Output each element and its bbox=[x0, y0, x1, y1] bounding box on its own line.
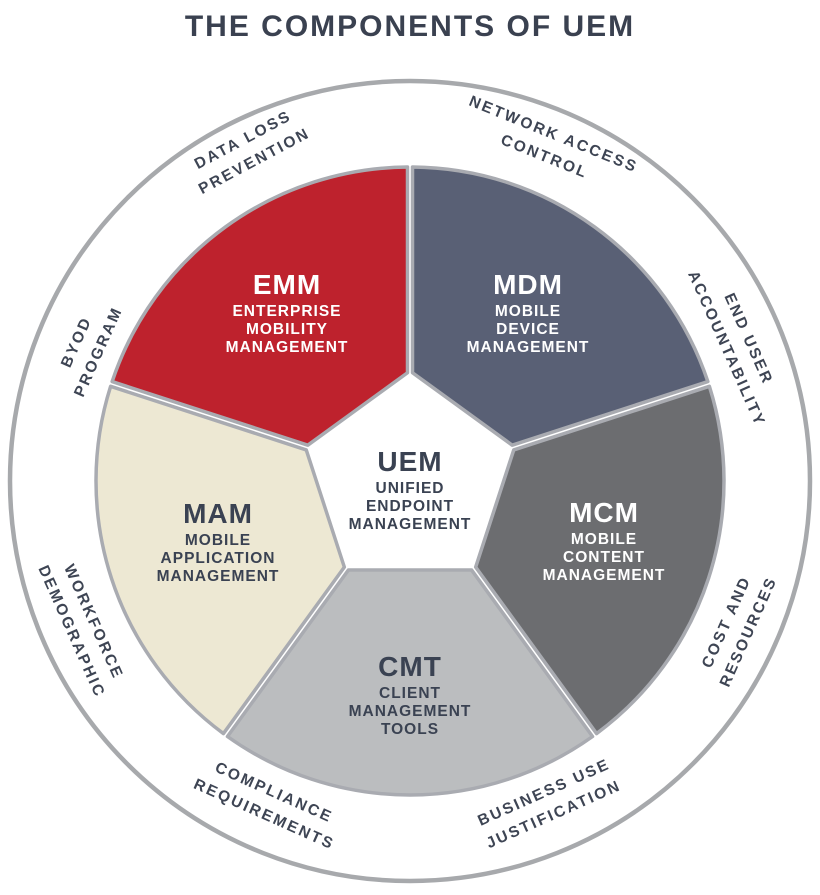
emm-line-1: ENTERPRISE bbox=[232, 303, 341, 320]
wedge-mdm-label: MDM MOBILE DEVICE MANAGEMENT bbox=[467, 269, 590, 356]
wedge-cmt-label: CMT CLIENT MANAGEMENT TOOLS bbox=[349, 651, 472, 738]
mdm-line-2: DEVICE bbox=[496, 321, 560, 338]
mcm-line-2: CONTENT bbox=[563, 549, 645, 566]
cmt-line-1: CLIENT bbox=[379, 685, 441, 702]
center-uem-label: UEM UNIFIED ENDPOINT MANAGEMENT bbox=[349, 446, 472, 533]
page-title: THE COMPONENTS OF UEM bbox=[185, 10, 635, 43]
wedge-emm bbox=[110, 165, 410, 447]
cmt-acronym: CMT bbox=[378, 651, 442, 682]
mdm-acronym: MDM bbox=[493, 269, 563, 300]
wedge-cmt bbox=[225, 568, 595, 797]
mam-acronym: MAM bbox=[183, 498, 253, 529]
wedge-mcm bbox=[473, 384, 726, 736]
uem-line-2: ENDPOINT bbox=[366, 498, 454, 515]
mam-line-3: MANAGEMENT bbox=[157, 568, 280, 585]
wedge-mam bbox=[94, 384, 347, 736]
emm-line-3: MANAGEMENT bbox=[226, 339, 349, 356]
uem-acronym: UEM bbox=[377, 446, 442, 477]
uem-line-1: UNIFIED bbox=[376, 480, 445, 497]
mdm-line-1: MOBILE bbox=[495, 303, 561, 320]
wedge-emm-label: EMM ENTERPRISE MOBILITY MANAGEMENT bbox=[226, 269, 349, 356]
mcm-line-3: MANAGEMENT bbox=[543, 567, 666, 584]
mdm-line-3: MANAGEMENT bbox=[467, 339, 590, 356]
mcm-line-1: MOBILE bbox=[571, 531, 637, 548]
wedge-mdm bbox=[410, 165, 710, 447]
wedge-mcm-label: MCM MOBILE CONTENT MANAGEMENT bbox=[543, 497, 666, 584]
outer-ring-circle bbox=[7, 78, 813, 884]
emm-acronym: EMM bbox=[253, 269, 321, 300]
mam-line-2: APPLICATION bbox=[161, 550, 276, 567]
cmt-line-3: TOOLS bbox=[381, 721, 439, 738]
emm-line-2: MOBILITY bbox=[246, 321, 328, 338]
mcm-acronym: MCM bbox=[569, 497, 639, 528]
wedge-mam-label: MAM MOBILE APPLICATION MANAGEMENT bbox=[157, 498, 280, 585]
uem-line-3: MANAGEMENT bbox=[349, 516, 472, 533]
mam-line-1: MOBILE bbox=[185, 532, 251, 549]
cmt-line-2: MANAGEMENT bbox=[349, 703, 472, 720]
ring-label-data-loss-prevention: DATA LOSS PREVENTION bbox=[192, 107, 313, 197]
